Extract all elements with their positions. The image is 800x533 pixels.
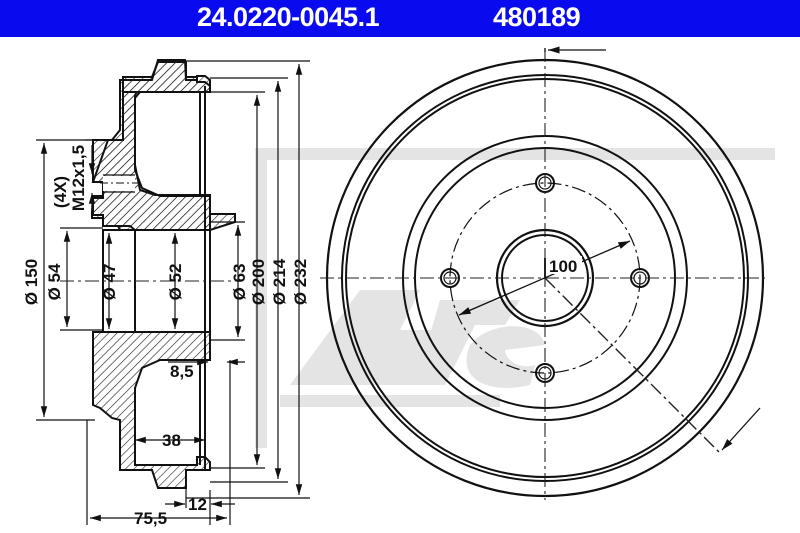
- dim-12: 12: [188, 495, 207, 514]
- dim-d47: Ø 47: [100, 264, 119, 301]
- bolt-circle-label-bg: [548, 256, 582, 274]
- thread-spec-label: M12x1,5: [69, 145, 88, 211]
- section-indicator: [544, 46, 761, 451]
- dim-38: 38: [162, 431, 181, 450]
- part-number: 24.0220-0045.1: [197, 2, 380, 32]
- bolt-circle-dimension: [458, 240, 631, 316]
- ate-watermark: [255, 148, 775, 448]
- dim-8-5: 8,5: [170, 362, 194, 381]
- section-dimension-lines: [36, 60, 310, 525]
- dim-d150: Ø 150: [22, 259, 41, 305]
- title-bar: 24.0220-0045.1 480189: [0, 0, 800, 37]
- dim-d232: Ø 232: [291, 259, 310, 305]
- dim-d200: Ø 200: [249, 259, 268, 305]
- dim-d214: Ø 214: [270, 258, 289, 305]
- dim-d63: Ø 63: [230, 264, 249, 301]
- dim-75-5: 75,5: [134, 509, 167, 528]
- thread-count-label: (4X): [51, 176, 70, 208]
- reference-number: 480189: [493, 2, 581, 32]
- dim-d54: Ø 54: [45, 263, 64, 300]
- bolt-circle-label: 100: [549, 257, 577, 276]
- dim-d52: Ø 52: [166, 264, 185, 301]
